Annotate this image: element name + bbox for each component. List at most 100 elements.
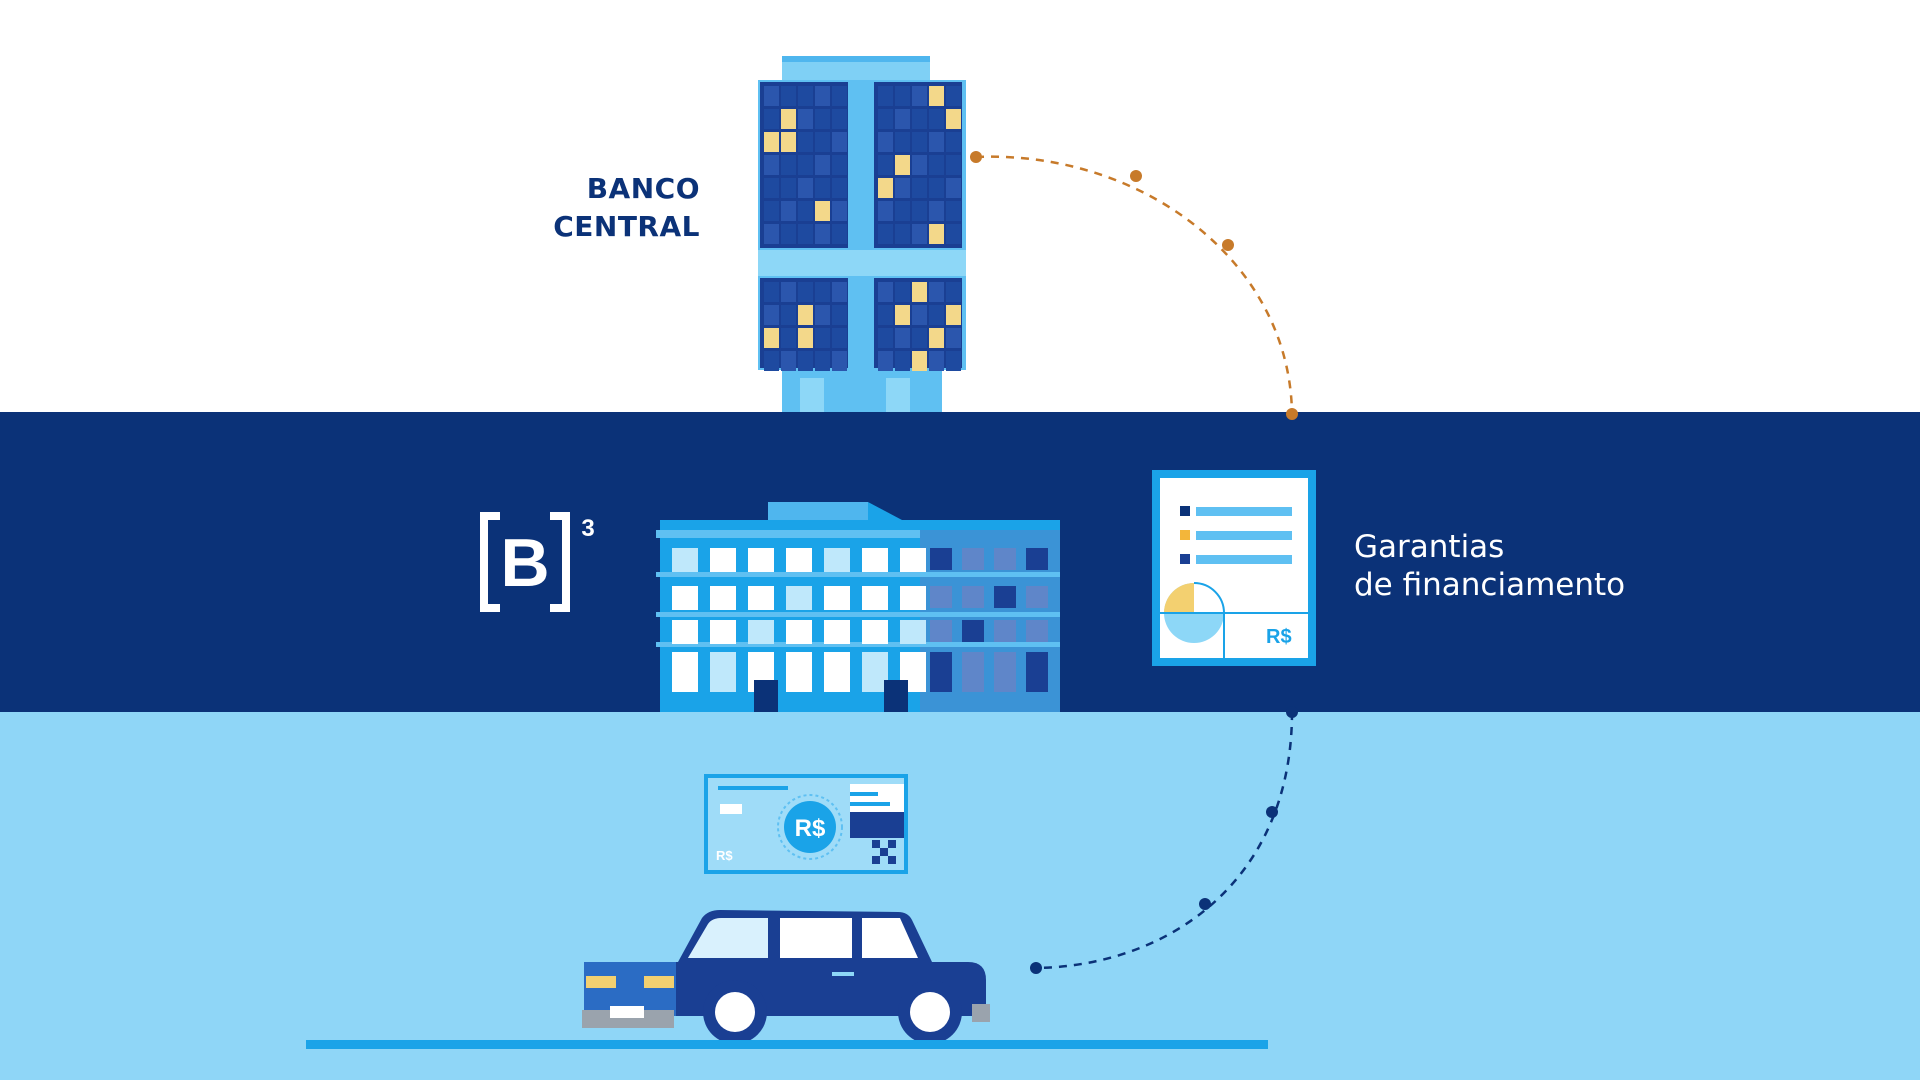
b3-window	[748, 548, 774, 572]
bc-window	[878, 328, 893, 348]
bc-window	[815, 224, 830, 244]
bc-window	[798, 178, 813, 198]
bc-window	[912, 305, 927, 325]
bc-window	[832, 155, 847, 175]
bc-window	[815, 201, 830, 221]
bc-window	[832, 178, 847, 198]
b3-window	[786, 620, 812, 644]
bc-window	[878, 132, 893, 152]
bc-window	[946, 305, 961, 325]
bc-window	[832, 224, 847, 244]
bc-window	[815, 132, 830, 152]
bc-window	[878, 282, 893, 302]
banco-central-line1: BANCO	[586, 172, 700, 205]
bc-window	[946, 155, 961, 175]
bc-window	[798, 201, 813, 221]
banknote-currency-center: R$	[795, 815, 826, 842]
bc-window	[929, 132, 944, 152]
bc-window	[781, 109, 796, 129]
bc-window	[815, 86, 830, 106]
bc-window	[895, 224, 910, 244]
bc-window	[764, 178, 779, 198]
b3-window	[962, 548, 984, 570]
b3-window	[672, 586, 698, 610]
banco-central-building-icon	[758, 56, 966, 412]
bc-window	[912, 155, 927, 175]
bc-window	[798, 155, 813, 175]
bc-window	[764, 351, 779, 371]
b3-window	[862, 652, 888, 692]
bc-window	[946, 132, 961, 152]
bc-window	[781, 201, 796, 221]
bc-window	[798, 282, 813, 302]
bc-window	[781, 328, 796, 348]
bc-window	[764, 86, 779, 106]
bc-window	[781, 155, 796, 175]
bc-window	[878, 351, 893, 371]
bc-window	[912, 328, 927, 348]
b3-window	[994, 586, 1016, 608]
bc-window	[912, 132, 927, 152]
bc-window	[929, 305, 944, 325]
bc-window	[895, 178, 910, 198]
b3-window	[710, 586, 736, 610]
bc-window	[832, 282, 847, 302]
document-currency-label: R$	[1266, 626, 1292, 648]
bc-window	[929, 328, 944, 348]
b3-window	[862, 586, 888, 610]
bc-window	[878, 155, 893, 175]
bc-window	[878, 305, 893, 325]
b3-window	[710, 548, 736, 572]
bc-window	[895, 305, 910, 325]
bc-window	[781, 282, 796, 302]
bc-window	[764, 132, 779, 152]
b3-logo: B 3	[474, 510, 604, 620]
bc-window	[912, 201, 927, 221]
b3-window	[824, 548, 850, 572]
bc-window	[815, 351, 830, 371]
bc-window	[798, 351, 813, 371]
banknote-currency-corner: R$	[716, 848, 733, 863]
b3-window	[824, 620, 850, 644]
bc-window	[895, 328, 910, 348]
bc-window	[764, 201, 779, 221]
bc-window	[929, 178, 944, 198]
bc-window	[946, 178, 961, 198]
b3-window	[1026, 548, 1048, 570]
bc-window	[798, 86, 813, 106]
bc-window	[832, 132, 847, 152]
bc-window	[895, 155, 910, 175]
b3-window	[962, 652, 984, 692]
guarantee-document-icon: R$	[1152, 470, 1316, 666]
bc-window	[832, 201, 847, 221]
garantias-label: Garantias de financiamento	[1354, 528, 1625, 604]
bc-window	[929, 86, 944, 106]
bc-window	[929, 155, 944, 175]
b3-window	[786, 652, 812, 692]
bc-window	[912, 86, 927, 106]
bc-window	[878, 201, 893, 221]
b3-window	[994, 620, 1016, 642]
bc-window	[895, 351, 910, 371]
bc-window	[781, 351, 796, 371]
bc-window	[764, 328, 779, 348]
banknote-icon: R$ R$	[704, 774, 908, 874]
b3-window	[672, 548, 698, 572]
b3-window	[962, 620, 984, 642]
bc-window	[832, 109, 847, 129]
bc-window	[878, 86, 893, 106]
banco-central-line2: CENTRAL	[553, 210, 700, 243]
bc-window	[895, 132, 910, 152]
b3-window	[862, 548, 888, 572]
b3-window	[1026, 652, 1048, 692]
b3-window	[862, 620, 888, 644]
b3-window	[824, 586, 850, 610]
bc-window	[895, 86, 910, 106]
bc-window	[781, 178, 796, 198]
b3-logo-mark-icon: B 3	[480, 512, 595, 612]
b3-window	[710, 652, 736, 692]
bc-window	[929, 282, 944, 302]
bc-window	[764, 155, 779, 175]
bc-window	[946, 224, 961, 244]
bc-window	[832, 351, 847, 371]
